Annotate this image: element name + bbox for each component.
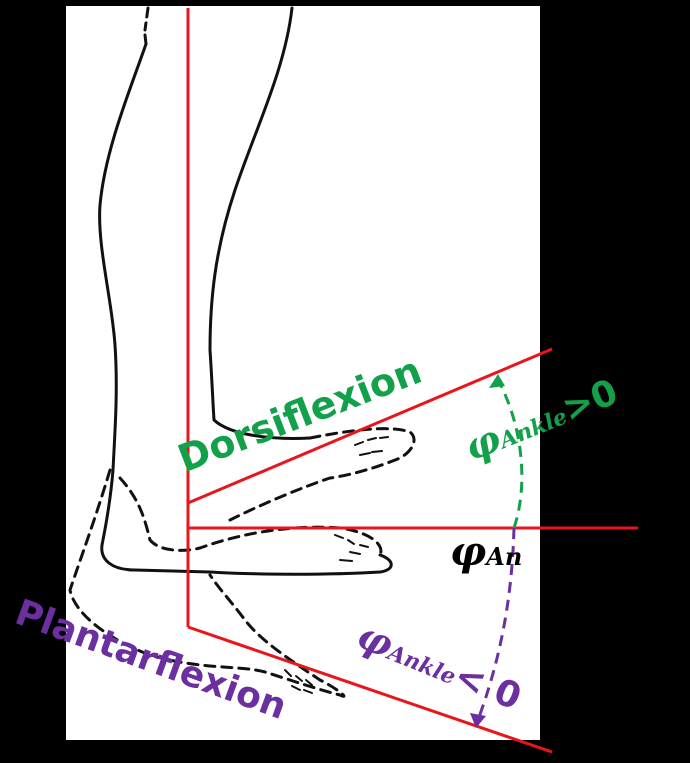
phi-symbol: φ: [450, 528, 486, 575]
phi-subscript: An: [486, 542, 522, 571]
frame-left: [0, 0, 66, 763]
frame-bottom: [0, 740, 690, 763]
frame-right: [540, 0, 690, 763]
frame-top: [0, 0, 690, 6]
phi-ankle-neutral-label: φAn: [450, 528, 522, 575]
